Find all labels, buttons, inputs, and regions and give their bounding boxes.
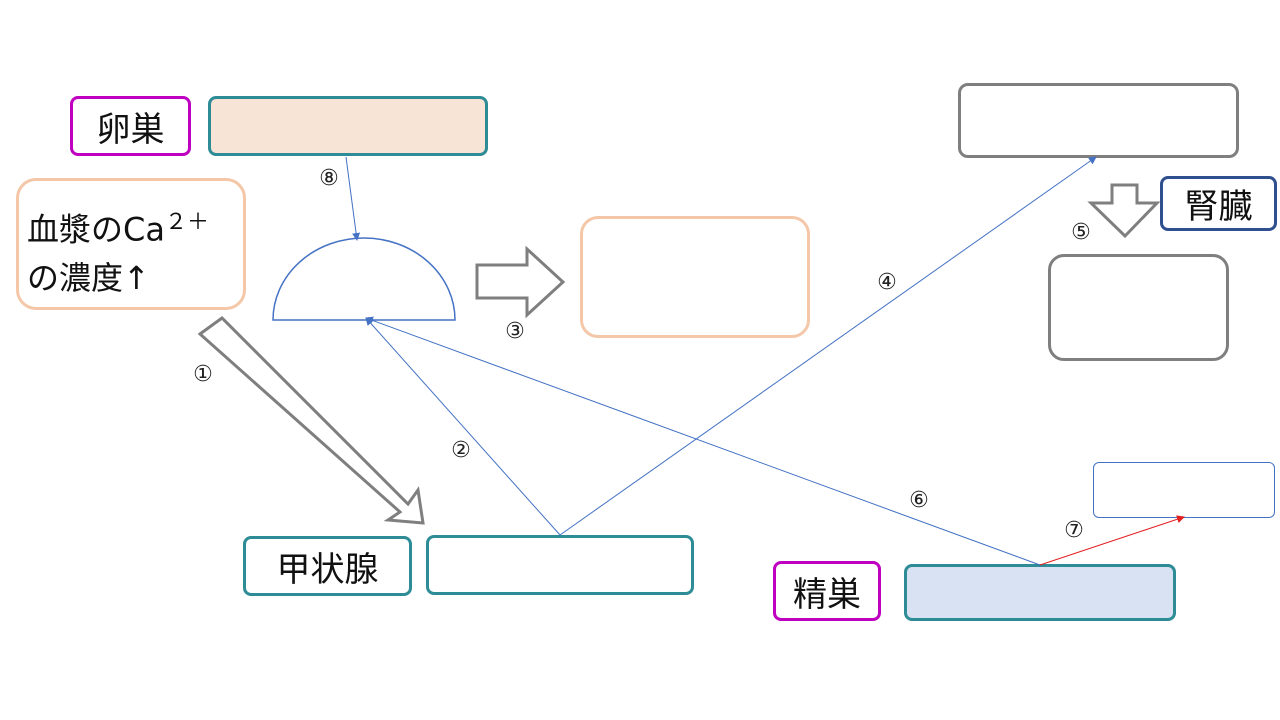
step-2-number: ② bbox=[451, 438, 471, 463]
plasma-calcium-superscript: ２＋ bbox=[164, 210, 209, 235]
plasma-calcium-box: 血漿のCa２＋ の濃度↑ bbox=[16, 178, 246, 310]
plasma-calcium-text-2: の濃度↑ bbox=[27, 258, 150, 297]
plasma-calcium-text: 血漿のCa bbox=[27, 210, 165, 249]
kidney-label-box: 腎臓 bbox=[1160, 176, 1277, 231]
kidney-result-blank-box bbox=[1048, 254, 1229, 361]
hormone-effect-blank-box bbox=[580, 216, 810, 338]
kidney-label: 腎臓 bbox=[1184, 187, 1253, 227]
ovary-blank-box bbox=[208, 96, 488, 156]
arrow-7-line bbox=[1039, 515, 1185, 566]
semicircle-bone-shape bbox=[272, 237, 456, 321]
arrow-5-hollow bbox=[1087, 183, 1161, 239]
step-6-number: ⑥ bbox=[909, 488, 929, 513]
thyroid-blank-box bbox=[426, 535, 694, 595]
testis-blank-box bbox=[904, 564, 1176, 621]
arrow-8-line bbox=[345, 156, 361, 241]
step-1-number: ① bbox=[193, 362, 213, 387]
step-8-number: ⑧ bbox=[319, 166, 339, 191]
step-7-number: ⑦ bbox=[1064, 518, 1084, 543]
step-4-number: ④ bbox=[877, 270, 897, 295]
ovary-label: 卵巣 bbox=[96, 109, 165, 150]
arrow-6-line bbox=[365, 316, 1041, 566]
step-3-number: ③ bbox=[505, 319, 525, 344]
testis-label-box: 精巣 bbox=[773, 561, 881, 621]
arrow-3-hollow bbox=[475, 245, 566, 319]
step-5-number: ⑤ bbox=[1071, 220, 1091, 245]
arrow-1-hollow bbox=[197, 316, 425, 525]
testis-label: 精巣 bbox=[793, 574, 861, 615]
ovary-label-box: 卵巣 bbox=[70, 96, 191, 156]
thyroid-label: 甲状腺 bbox=[276, 549, 379, 590]
top-right-blank-box bbox=[958, 83, 1239, 158]
arrow-2-line bbox=[365, 317, 561, 536]
thyroid-label-box: 甲状腺 bbox=[243, 536, 412, 596]
arrow-4-line bbox=[559, 156, 1097, 536]
